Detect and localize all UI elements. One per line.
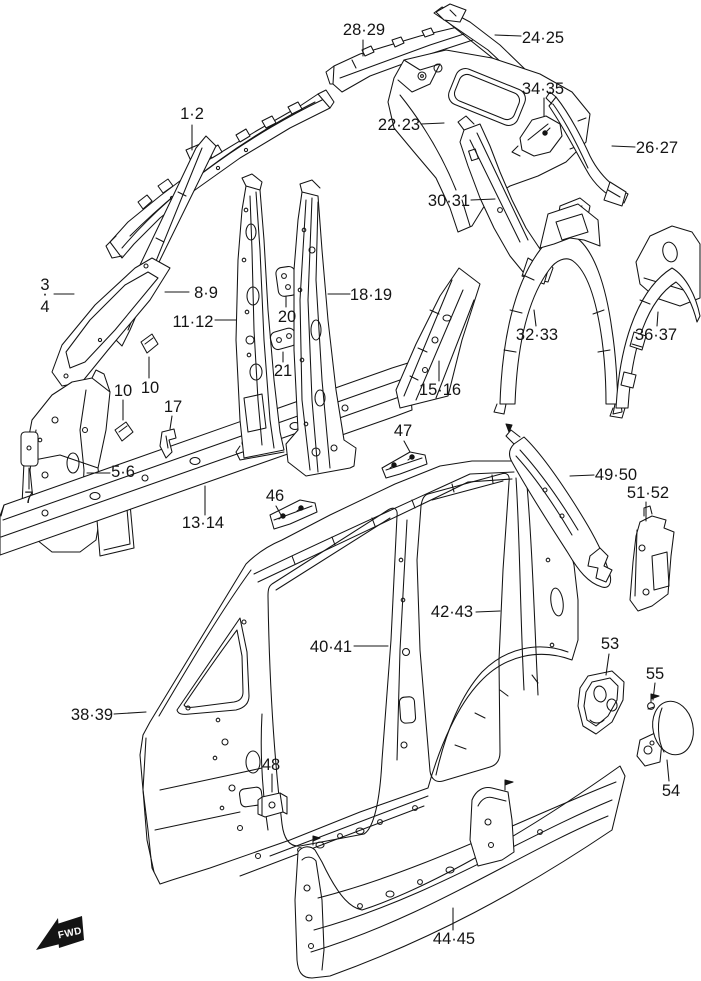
fwd-direction-marker: FWD: [36, 916, 84, 950]
label-7: 7: [24, 489, 33, 507]
part-bracket-46: [269, 499, 318, 530]
part-clip-10-lower: [114, 421, 134, 442]
label-21: 21: [274, 362, 292, 380]
part-sill-outer: [294, 765, 626, 979]
leader-lines: [28, 34, 670, 931]
part-bolt-55: [647, 693, 660, 710]
part-hook-17: [159, 428, 177, 459]
label-46: 46: [266, 487, 284, 505]
part-center-pillar-outer: [285, 179, 357, 477]
label-13-14: 13·14: [182, 514, 224, 532]
part-roof-rail-rear: [325, 24, 477, 93]
part-back-pillar-strip: [505, 423, 613, 588]
label-17: 17: [164, 398, 182, 416]
part-a-pillar-inner: [51, 257, 171, 387]
part-bracket-53: [577, 670, 625, 735]
label-34-35: 34·35: [522, 80, 564, 98]
label-36-37: 36·37: [635, 326, 677, 344]
label-48: 48: [262, 756, 280, 774]
label-32-33: 32·33: [516, 326, 558, 344]
part-body-side-outer: [139, 460, 579, 885]
label-3-4-dot: ·: [42, 285, 48, 303]
label-28-29: 28·29: [343, 21, 385, 39]
part-shim-7: [20, 431, 39, 467]
label-49-50: 49·50: [595, 466, 637, 484]
part-bracket-34-35: [511, 115, 563, 157]
part-bracket-51-52: [629, 505, 675, 612]
label-8-9: 8·9: [194, 284, 218, 302]
fwd-arrow-body: [57, 916, 84, 948]
part-center-pillar-inner: [235, 173, 285, 461]
part-wheelhouse-outer: [609, 225, 701, 419]
label-3: 3: [40, 276, 49, 294]
label-44-45: 44·45: [433, 930, 475, 948]
label-24-25: 24·25: [522, 29, 564, 47]
label-54: 54: [662, 782, 680, 800]
fwd-arrow-head-icon: [36, 918, 60, 950]
label-30-31: 30·31: [428, 192, 470, 210]
label-15-16: 15·16: [419, 381, 461, 399]
label-38-39: 38·39: [71, 706, 113, 724]
part-grommet-20: [275, 265, 298, 297]
label-42-43: 42·43: [431, 603, 473, 621]
part-fuel-lid: [636, 700, 694, 767]
fwd-label: FWD: [57, 926, 83, 942]
label-47: 47: [394, 422, 412, 440]
label-10-lower: 10: [114, 382, 132, 400]
label-51-52: 51·52: [627, 484, 669, 502]
label-55: 55: [646, 665, 664, 683]
label-20: 20: [278, 308, 296, 326]
part-bracket-48: [257, 792, 288, 818]
label-5-6: 5·6: [111, 463, 135, 481]
label-11-12: 11·12: [173, 313, 214, 331]
label-4: 4: [40, 298, 49, 316]
part-sill-extension: [395, 267, 481, 409]
label-26-27: 26·27: [636, 139, 678, 157]
part-labels: 1·2 28·29 24·25 34·35 22·23 26·27 30·31 …: [24, 21, 680, 948]
label-40-41: 40·41: [310, 638, 352, 656]
part-quarter-reinforcement: [545, 91, 629, 207]
label-18-19: 18·19: [350, 286, 392, 304]
label-53: 53: [601, 635, 619, 653]
label-10-upper: 10: [141, 379, 159, 397]
label-22-23: 22·23: [378, 116, 420, 134]
label-1-2: 1·2: [180, 105, 204, 123]
part-clip-10-upper: [140, 333, 159, 354]
